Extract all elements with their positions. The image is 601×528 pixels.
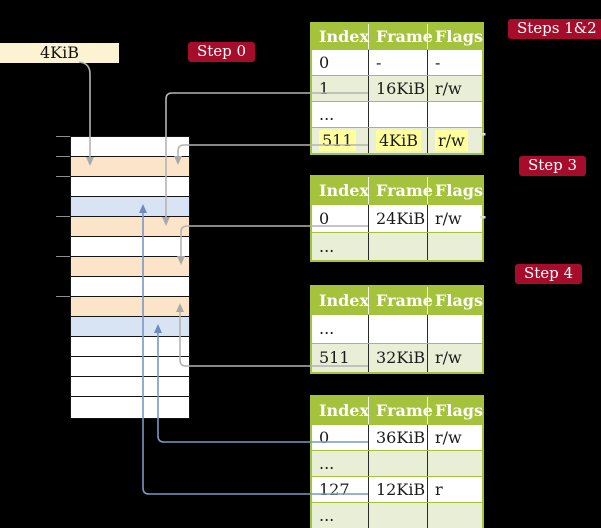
highlight: 511 <box>319 130 356 151</box>
memory-frame-row-orange <box>71 217 189 237</box>
table-row: ... <box>312 502 482 528</box>
address-tick <box>56 256 70 257</box>
memory-frame-row-orange <box>71 297 189 317</box>
table-row: 127 12KiB r <box>312 476 482 502</box>
column-header-frame: Frame <box>369 177 433 204</box>
address-tick <box>56 296 70 297</box>
column-header-frame: Frame <box>369 24 433 49</box>
address-tick <box>56 216 70 217</box>
badge-step-0: Step 0 <box>188 42 256 62</box>
column-header-index: Index <box>312 397 369 424</box>
table-header: Index Frame Flags <box>312 177 483 204</box>
table-row: 511 32KiB r/w <box>312 343 482 372</box>
memory-frame-row-blue <box>71 197 189 217</box>
column-header-flags: Flags <box>435 401 483 420</box>
highlight: 4KiB <box>376 130 422 151</box>
address-tick <box>56 176 70 177</box>
badge-steps-1-2: Steps 1&2 <box>508 19 601 39</box>
table-row: ... <box>312 101 482 127</box>
page-size-label: 4KiB <box>0 43 119 63</box>
table-row: ... <box>312 314 482 343</box>
badge-step-3: Step 3 <box>519 156 587 176</box>
table-header: Index Frame Flags <box>312 397 483 424</box>
table-row: 0 24KiB r/w <box>312 204 482 232</box>
memory-frame-row-white <box>71 177 189 197</box>
address-tick <box>56 136 70 137</box>
table-row: ... <box>312 450 482 476</box>
memory-column <box>70 136 190 419</box>
column-header-flags: Flags <box>435 27 483 46</box>
table-header: Index Frame Flags <box>312 287 483 314</box>
column-header-flags: Flags <box>435 181 483 200</box>
table-row: ... <box>312 232 482 260</box>
highlight: r/w <box>435 130 468 151</box>
table-row: 1 16KiB r/w <box>312 75 482 101</box>
column-header-index: Index <box>312 177 369 204</box>
page-table-level3: Index Frame Flags 0 - - 1 16KiB r/w ... … <box>310 22 484 155</box>
memory-frame-row-blue <box>71 317 189 337</box>
page-table-level2: Index Frame Flags 0 24KiB r/w ... <box>310 175 484 262</box>
column-header-index: Index <box>312 24 369 49</box>
table-row: 0 36KiB r/w <box>312 424 482 450</box>
table-row-highlighted: 511 4KiB r/w <box>312 127 482 153</box>
memory-frame-row-white <box>71 377 189 397</box>
table-header: Index Frame Flags <box>312 24 483 49</box>
column-header-frame: Frame <box>369 397 433 424</box>
memory-frame-row-white <box>71 137 189 157</box>
badge-step-4: Step 4 <box>515 264 583 284</box>
memory-frame-row-white <box>71 357 189 377</box>
memory-frame-row-orange <box>71 257 189 277</box>
page-table-level1: Index Frame Flags ... 511 32KiB r/w <box>310 285 484 374</box>
column-header-index: Index <box>312 287 369 314</box>
table-row: 0 - - <box>312 49 482 75</box>
memory-frame-row-white <box>71 337 189 357</box>
column-header-flags: Flags <box>435 291 483 310</box>
memory-frame-row-white <box>71 237 189 257</box>
page-table-level0: Index Frame Flags 0 36KiB r/w ... 127 12… <box>310 395 484 528</box>
column-header-frame: Frame <box>369 287 433 314</box>
memory-frame-row-white <box>71 397 189 417</box>
address-tick <box>56 156 70 157</box>
memory-frame-row-orange <box>71 157 189 177</box>
memory-frame-row-white <box>71 277 189 297</box>
